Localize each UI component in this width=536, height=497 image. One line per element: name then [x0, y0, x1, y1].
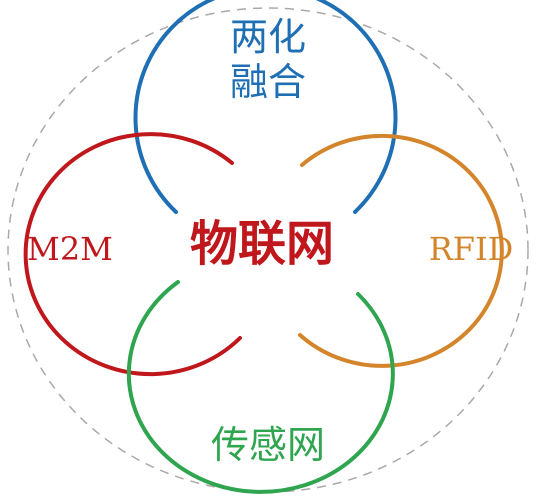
left-label: M2M — [27, 230, 113, 268]
top-circle-arc — [133, 0, 398, 214]
center-label: 物联网 — [190, 216, 334, 272]
left-circle-arc — [23, 132, 242, 377]
top-label-line1: 两化 — [230, 15, 306, 59]
top-label-line2: 融合 — [230, 60, 306, 104]
right-label: RFID — [429, 230, 514, 268]
outer-dashed-ellipse — [7, 7, 529, 493]
right-circle-arc — [298, 133, 504, 368]
bottom-circle-arc — [126, 280, 395, 494]
bottom-label: 传感网 — [211, 423, 325, 467]
